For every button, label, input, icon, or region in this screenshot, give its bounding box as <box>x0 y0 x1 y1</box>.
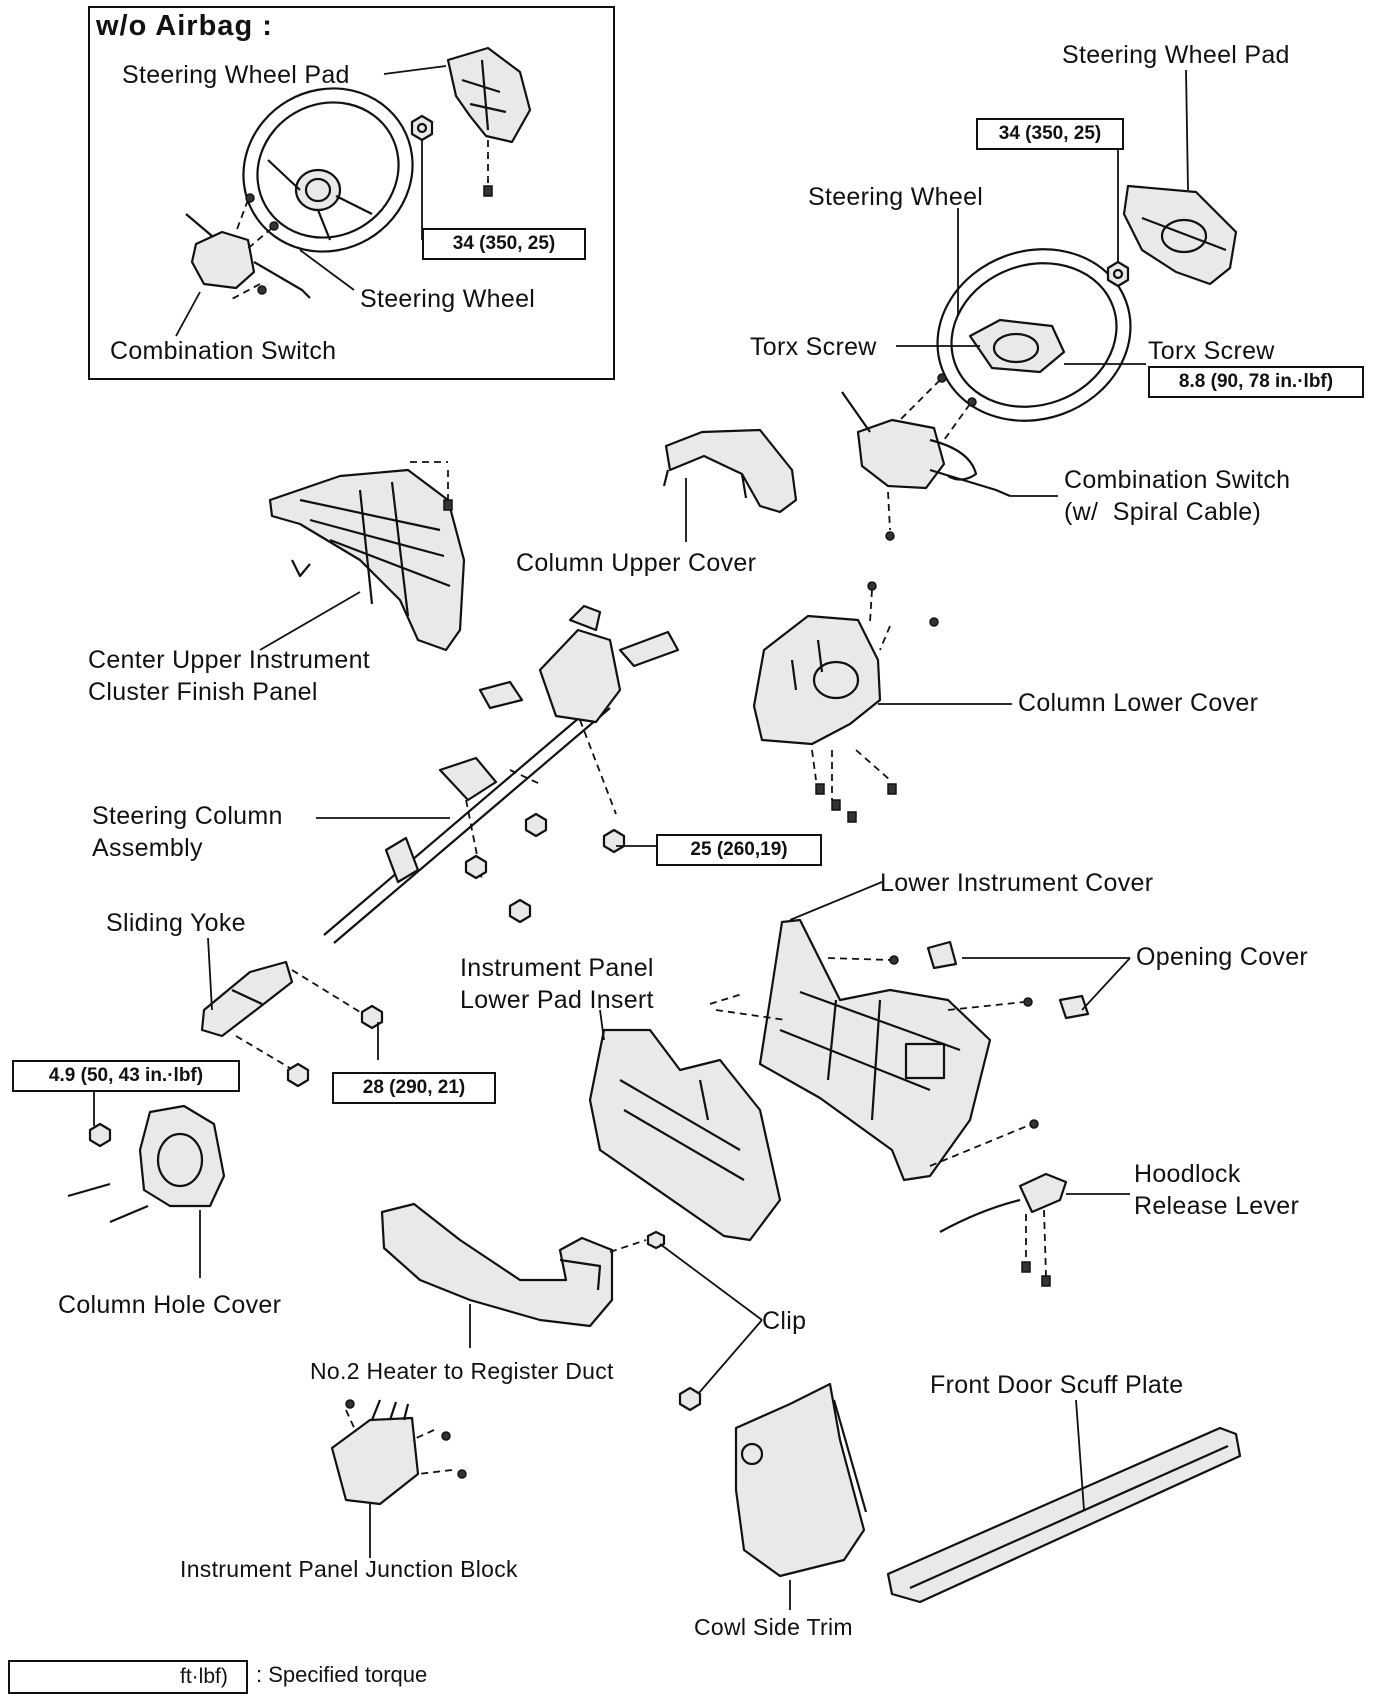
inset-wheel-pad <box>446 46 532 197</box>
label-front-door-scuff-plate: Front Door Scuff Plate <box>930 1371 1184 1399</box>
label-column-hole-cover: Column Hole Cover <box>58 1291 282 1319</box>
sliding-yoke <box>200 960 384 1088</box>
steering-column-assembly <box>323 604 680 944</box>
inset-label-steering-wheel: Steering Wheel <box>360 285 536 313</box>
label-torx-screw-right: Torx Screw <box>1148 337 1275 365</box>
label-opening-cover: Opening Cover <box>1136 943 1309 971</box>
column-lower-cover <box>752 581 939 823</box>
label-junction-block: Instrument Panel Junction Block <box>180 1556 518 1582</box>
legend-unit: ft·lbf) <box>180 1665 228 1688</box>
inset-steering-wheel <box>242 87 414 253</box>
inset-combination-switch <box>185 193 311 301</box>
opening-covers <box>926 940 1090 1020</box>
label-lower-pad-insert: Instrument Panel Lower Pad Insert <box>460 954 654 1014</box>
label-lower-instrument-cover: Lower Instrument Cover <box>880 869 1154 897</box>
torque-box-yoke: 28 (290, 21) <box>332 1072 496 1104</box>
legend-torque-box: ft·lbf) <box>8 1660 248 1694</box>
label-hoodlock-release-lever: Hoodlock Release Lever <box>1134 1160 1300 1220</box>
lower-pad-insert <box>588 993 787 1242</box>
lower-instrument-cover <box>758 918 1039 1182</box>
label-combination-switch: Combination Switch (w/ Spiral Cable) <box>1064 466 1291 526</box>
steering-wheel-icon <box>936 248 1132 422</box>
inset-label-wheel-pad: Steering Wheel Pad <box>122 61 350 89</box>
label-column-lower-cover: Column Lower Cover <box>1018 689 1259 717</box>
inset-frame <box>88 6 615 380</box>
inset-title: w/o Airbag : <box>96 10 273 42</box>
label-sliding-yoke: Sliding Yoke <box>106 909 246 937</box>
inset-nut-icon <box>410 114 434 142</box>
label-steering-wheel-pad: Steering Wheel Pad <box>1062 41 1290 69</box>
label-torx-screw-left: Torx Screw <box>750 333 877 361</box>
label-column-upper-cover: Column Upper Cover <box>516 549 757 577</box>
label-steering-wheel: Steering Wheel <box>808 183 984 211</box>
wheel-pad-airbag <box>1122 184 1238 286</box>
inset-leaders <box>175 65 447 337</box>
front-door-scuff-plate <box>886 1426 1242 1604</box>
heater-duct <box>380 1202 666 1328</box>
center-upper-finish-panel <box>268 461 466 652</box>
torque-box-wheel-nut: 34 (350, 25) <box>976 118 1124 150</box>
leader-lines <box>93 69 1189 1610</box>
label-center-finish-panel: Center Upper Instrument Cluster Finish P… <box>88 646 371 706</box>
label-cowl-side-trim: Cowl Side Trim <box>694 1614 853 1640</box>
label-heater-duct: No.2 Heater to Register Duct <box>310 1358 614 1384</box>
hoodlock-release-lever <box>939 1172 1068 1287</box>
legend-text: : Specified torque <box>256 1662 428 1687</box>
clip-icon <box>678 1386 702 1412</box>
column-hole-cover <box>67 1104 226 1224</box>
inset-label-combination-switch: Combination Switch <box>110 337 337 365</box>
torque-box-column: 25 (260,19) <box>656 834 822 866</box>
combination-switch-spiral <box>841 373 1011 541</box>
label-clip: Clip <box>762 1307 807 1335</box>
cowl-side-trim <box>734 1382 868 1578</box>
torque-box-hole-cover: 4.9 (50, 43 in.·lbf) <box>12 1060 240 1092</box>
column-upper-cover <box>662 428 798 514</box>
label-steering-column-assembly: Steering Column Assembly <box>92 802 283 862</box>
inset-torque-box: 34 (350, 25) <box>422 228 586 260</box>
torque-box-torx: 8.8 (90, 78 in.·lbf) <box>1148 366 1364 398</box>
wheel-nut-icon <box>1106 260 1130 288</box>
junction-block <box>330 1399 467 1506</box>
